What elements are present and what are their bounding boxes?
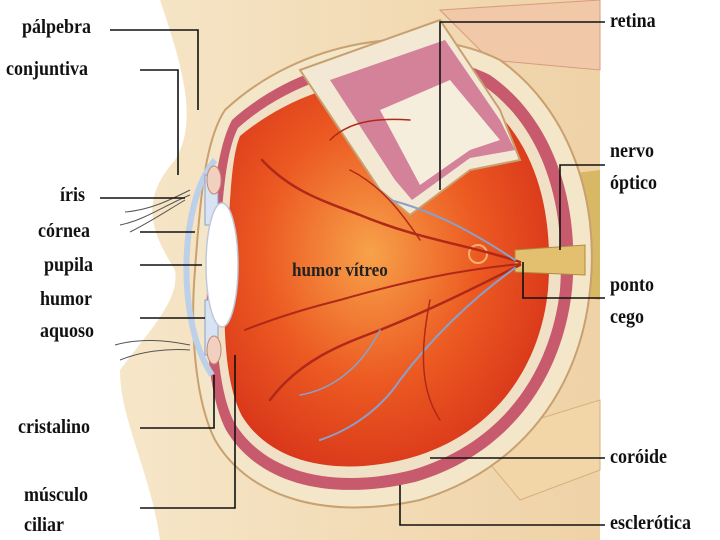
label-humor-aquoso-1: humor: [40, 288, 92, 310]
label-retina: retina: [610, 10, 656, 32]
ciliary-body-top: [207, 166, 221, 194]
label-musculo-ciliar-2: ciliar: [24, 514, 64, 536]
crystalline-lens: [206, 203, 238, 327]
label-nervo-optico-1: nervo: [610, 140, 654, 162]
label-palpebra: pálpebra: [22, 16, 91, 38]
label-esclerotica: esclerótica: [610, 512, 691, 534]
label-ponto-cego-1: ponto: [610, 274, 654, 296]
label-nervo-optico-2: óptico: [610, 172, 657, 194]
label-humor-aquoso-2: aquoso: [40, 320, 94, 342]
label-humor-vitreo: humor vítreo: [292, 260, 388, 282]
label-conjuntiva: conjuntiva: [6, 58, 88, 80]
label-cristalino: cristalino: [18, 416, 90, 438]
label-musculo-ciliar-1: músculo: [24, 484, 88, 506]
label-ponto-cego-2: cego: [610, 306, 644, 328]
optic-nerve: [515, 245, 585, 275]
label-coroide: coróide: [610, 446, 667, 468]
ciliary-body-bottom: [207, 336, 221, 364]
label-pupila: pupila: [44, 254, 93, 276]
label-cornea: córnea: [38, 220, 90, 242]
label-iris: íris: [60, 184, 85, 206]
